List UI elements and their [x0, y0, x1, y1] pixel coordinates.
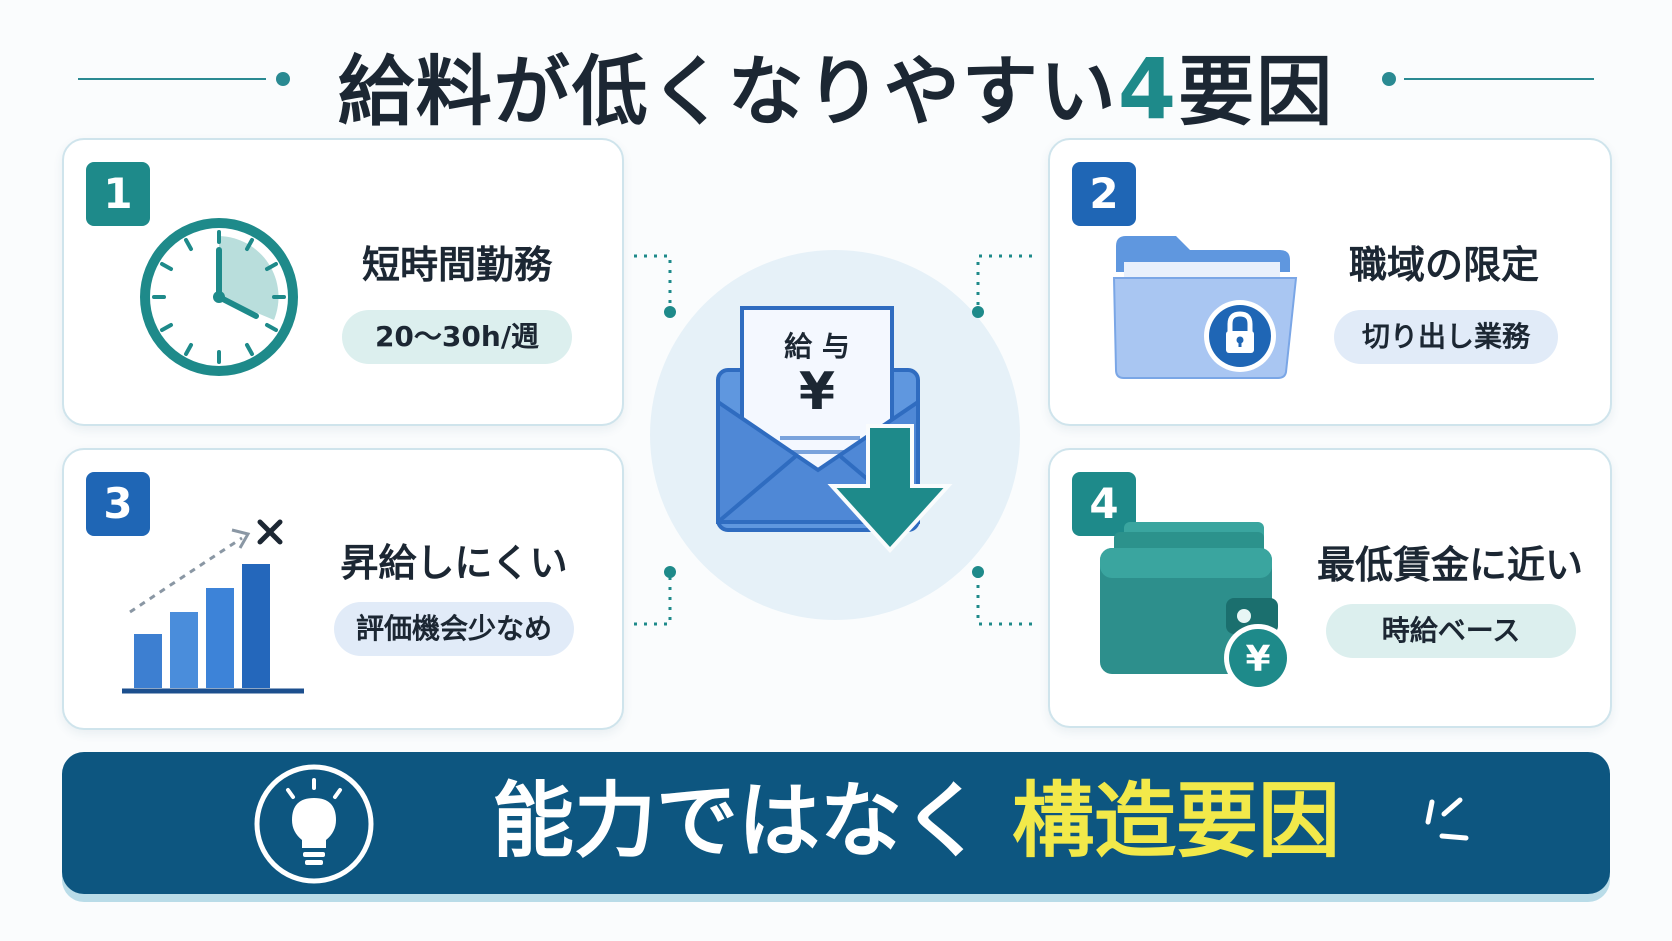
conclusion-main: 能力ではなく — [492, 774, 985, 869]
locked-folder-icon — [1112, 236, 1298, 379]
card-number-badge: 3 — [86, 472, 150, 536]
factor-card-1: 1 短時間勤務 20〜30h/週 — [62, 138, 624, 426]
card-label: 短時間勤務 — [361, 243, 552, 287]
title-main: 給料が低くなりやすい — [337, 47, 1118, 136]
title-suffix: 要因 — [1178, 47, 1335, 136]
envelope-label: 給 与 — [784, 330, 850, 363]
title-dot-right — [1382, 72, 1396, 86]
yen-symbol: ¥ — [798, 362, 836, 422]
conclusion-text: 能力ではなく構造要因 — [492, 762, 1340, 882]
card-number-badge: 1 — [86, 162, 150, 226]
emphasis-marks-icon — [1425, 797, 1469, 841]
connector-card-3 — [634, 566, 676, 626]
svg-text:¥: ¥ — [1245, 639, 1270, 680]
title-line-left — [78, 78, 266, 80]
connector-card-1 — [634, 254, 676, 318]
card-tag: 評価機会少なめ — [334, 602, 574, 656]
bar-chart-blocked-icon — [122, 519, 304, 694]
conclusion-banner: 能力ではなく構造要因 — [62, 752, 1610, 894]
wallet-yen-icon: ¥ — [1100, 522, 1292, 692]
salary-envelope-icon — [716, 306, 953, 553]
title-number: 4 — [1117, 40, 1179, 138]
page-title: 給料が低くなりやすい4要因 — [0, 30, 1672, 140]
cross-icon — [257, 519, 283, 545]
factor-card-4: 4 ¥ 最低賃金に近い 時給ベース — [1048, 448, 1612, 728]
card-label: 最低賃金に近い — [1316, 543, 1583, 587]
card-number-badge: 4 — [1072, 472, 1136, 536]
title-dot-left — [276, 72, 290, 86]
title-line-right — [1404, 78, 1594, 80]
card-label: 職域の限定 — [1348, 243, 1539, 287]
connector-card-2 — [972, 254, 1032, 318]
card-tag: 切り出し業務 — [1334, 310, 1558, 364]
card-label: 昇給しにくい — [340, 541, 568, 585]
clock-icon — [140, 218, 298, 376]
lightbulb-icon — [254, 764, 374, 884]
card-tag: 20〜30h/週 — [342, 310, 572, 364]
connector-card-4 — [972, 566, 1032, 626]
factor-card-2: 2 職域の限定 切り出し業務 — [1048, 138, 1612, 426]
title-row: 給料が低くなりやすい4要因 — [0, 28, 1672, 138]
card-tag: 時給ベース — [1326, 604, 1576, 658]
conclusion-highlight: 構造要因 — [1012, 774, 1341, 869]
card-number-badge: 2 — [1072, 162, 1136, 226]
factor-card-3: 3 昇給しにくい 評価機会少なめ — [62, 448, 624, 730]
